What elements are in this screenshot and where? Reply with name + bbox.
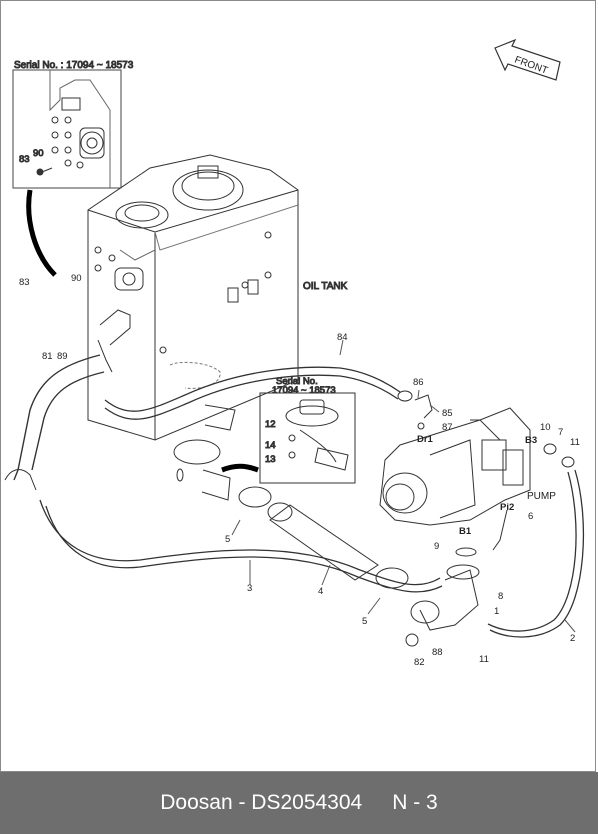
- port-dr1: Dr1: [417, 434, 434, 445]
- callout-4: 4: [318, 586, 323, 597]
- pump-label: PUMP: [527, 491, 556, 502]
- callout-9: 9: [434, 541, 439, 552]
- callout-81: 81: [42, 351, 53, 362]
- callout-83-inset: 83: [19, 154, 30, 165]
- callout-7: 7: [558, 427, 563, 438]
- plug-82: [405, 633, 419, 647]
- hose-84: [104, 366, 401, 412]
- diagram-frame: [0, 0, 596, 772]
- exploded-parts-diagram: Serial No. : 17094 ~ 18573 83 90: [4, 38, 585, 668]
- o-ring-9: [455, 547, 477, 557]
- callout-3: 3: [247, 583, 252, 594]
- inset2-serial-line1: Serial No.: [276, 376, 318, 387]
- suction-elbow-1: [419, 569, 479, 631]
- front-arrow-label: FRONT: [513, 54, 549, 76]
- suction-flange: [173, 439, 221, 465]
- callout-11-lower: 11: [479, 654, 489, 665]
- callout-85: 85: [442, 408, 453, 419]
- callout-84: 84: [337, 332, 348, 343]
- callout-5-lower: 5: [362, 616, 367, 627]
- suction-pipe: [13, 354, 101, 481]
- port-pi2: Pi2: [500, 502, 514, 513]
- serial-inset-box-2: [259, 392, 356, 484]
- callout-11-upper: 11: [570, 437, 580, 448]
- callout-2: 2: [570, 633, 575, 644]
- callout-6: 6: [528, 511, 533, 522]
- callout-5-upper: 5: [225, 534, 230, 545]
- hydraulic-pump: [379, 407, 531, 526]
- footer-page-number: N - 3: [392, 791, 438, 814]
- footer-bar: Doosan - DS2054304 N - 3: [0, 772, 598, 834]
- callout-14: 14: [265, 440, 276, 451]
- footer-part-number: Doosan - DS2054304: [160, 791, 363, 814]
- oil-tank: [87, 154, 299, 441]
- callout-82: 82: [414, 657, 425, 668]
- callout-90-inset: 90: [33, 148, 44, 159]
- callout-8: 8: [498, 591, 503, 602]
- hose-2: [489, 469, 585, 638]
- callout-88: 88: [432, 647, 443, 658]
- callout-83: 83: [19, 277, 30, 288]
- callout-86: 86: [413, 377, 424, 388]
- callout-1: 1: [494, 606, 499, 617]
- inset-serial-label: Serial No. : 17094 ~ 18573: [14, 60, 134, 71]
- callout-90: 90: [71, 273, 82, 284]
- oil-tank-label: OIL TANK: [303, 281, 348, 292]
- callout-13: 13: [265, 454, 276, 465]
- inset-leader-arrow: [26, 189, 57, 277]
- callout-12: 12: [265, 419, 276, 430]
- inset2-serial-line2: 17094 ~ 18573: [272, 385, 336, 396]
- hose-3: [39, 499, 441, 586]
- port-b1: B1: [459, 526, 472, 537]
- port-b3: B3: [525, 435, 537, 446]
- clamp-5-upper: [238, 486, 272, 508]
- suction-tube-4: [269, 504, 379, 581]
- front-direction-arrow: [494, 38, 561, 81]
- callout-89: 89: [57, 351, 68, 362]
- serial-inset-box: [12, 69, 122, 189]
- callout-10: 10: [540, 422, 551, 433]
- inset2-leader-arrow: [221, 463, 259, 473]
- callout-87: 87: [442, 422, 453, 433]
